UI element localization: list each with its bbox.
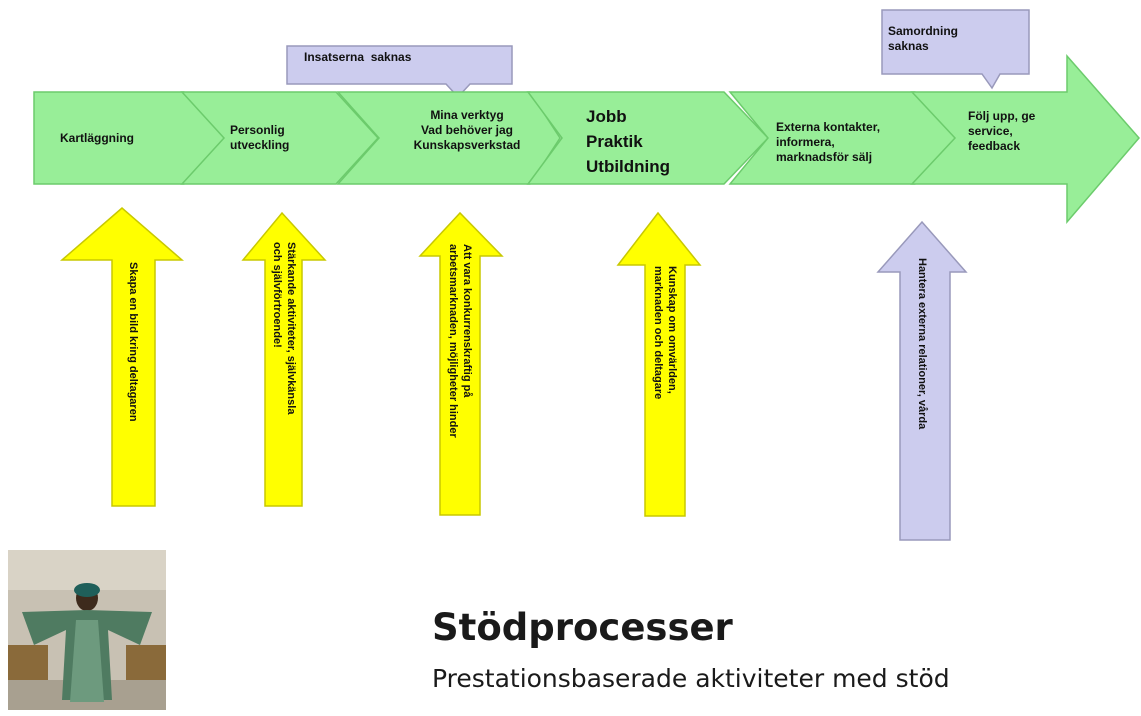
support-arrow-1-label: Skapa en bild kring deltagaren bbox=[127, 262, 139, 422]
callout-insatserna-shape bbox=[286, 45, 513, 99]
support-arrow-3-label: Att vara konkurrenskraftig på arbetsmark… bbox=[447, 244, 473, 438]
callout-samordning bbox=[881, 9, 1030, 90]
support-arrow-5-label: Hantera externa relationer, vårda bbox=[916, 258, 928, 430]
process-step-6-shape bbox=[910, 54, 1140, 225]
process-step-externa-kontakter: Externa kontakter, informera, marknadsfö… bbox=[776, 119, 881, 164]
presenter-photo bbox=[8, 550, 166, 710]
callout-insatserna bbox=[286, 45, 513, 99]
process-step-folj-upp: Följ upp, ge service, feedback bbox=[968, 108, 1036, 153]
support-arrow-4-label: Kunskap om omvärlden, marknaden och delt… bbox=[652, 266, 678, 400]
support-arrow-2-shape bbox=[241, 211, 327, 507]
process-step-mina-verktyg: Mina verktyg Vad behöver jag Kunskapsver… bbox=[413, 107, 521, 152]
support-arrow-4-shape bbox=[616, 211, 702, 517]
callout-insatserna-label: Insatserna saknas bbox=[304, 50, 412, 64]
page-title: Stödprocesser bbox=[432, 606, 733, 649]
callout-samordning-label: Samordning saknas bbox=[888, 24, 959, 53]
process-step-4-shape bbox=[526, 91, 770, 185]
process-step-kartlaggning: Kartläggning bbox=[60, 130, 134, 145]
process-step-jobb-praktik: Jobb Praktik Utbildning bbox=[586, 106, 671, 176]
presenter-photo-drawing bbox=[8, 550, 166, 710]
process-step-personlig-utveckling: Personlig utveckling bbox=[230, 123, 290, 152]
page-subtitle: Prestationsbaserade aktiviteter med stöd bbox=[432, 664, 950, 693]
support-arrow-2-label: Stärkande aktiviteter, självkänsla och s… bbox=[271, 242, 297, 415]
support-arrow-1-shape bbox=[59, 207, 185, 507]
process-step-2-shape bbox=[180, 91, 380, 185]
callout-samordning-shape bbox=[881, 9, 1030, 90]
support-arrow-3-shape bbox=[418, 211, 504, 516]
support-arrow-5-shape bbox=[876, 220, 968, 541]
